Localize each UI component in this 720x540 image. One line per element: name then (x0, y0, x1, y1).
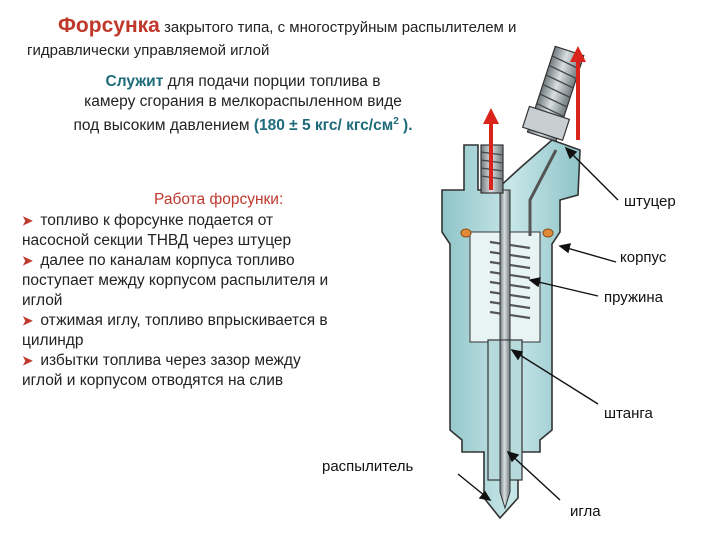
title-line-1: Форсунка закрытого типа, с многоструйным… (58, 14, 516, 38)
label-body: корпус (620, 249, 667, 266)
work-title: Работа форсунки: (154, 191, 284, 208)
leader-fitting (565, 147, 619, 201)
leader-rod (511, 349, 599, 405)
purpose-line-2: камеру сгорания в мелкораспыленном виде (84, 93, 402, 110)
bullet-arrow-icon: ➤ (22, 213, 33, 228)
rod (499, 189, 511, 351)
bullet-arrow-icon: ➤ (22, 353, 33, 368)
list-item: ➤ далее по каналам корпуса топливо посту… (22, 252, 329, 309)
label-needle: игла (570, 503, 601, 520)
label-sprayer: распылитель (322, 458, 414, 475)
list-item: ➤ отжимая иглу, топливо впрыскивается в … (22, 312, 328, 349)
purpose-line-3: под высоким давлением (73, 117, 250, 135)
leader-spring (529, 279, 599, 297)
list-item: ➤ избытки топлива через зазор между игло… (22, 352, 301, 389)
bullet-arrow-icon: ➤ (22, 253, 33, 268)
label-rod: штанга (604, 405, 653, 422)
flow-out-arrow-icon (483, 108, 499, 190)
list-item: ➤ топливо к форсунке подается от насосно… (22, 212, 292, 249)
title-line-2: гидравлически управляемой иглой (27, 42, 270, 59)
seal-left (460, 228, 472, 238)
pressure-value: (180 ± 5 кгс/ кгс/см2 ). (253, 116, 413, 135)
leader-needle (507, 451, 561, 501)
title-rest: закрытого типа, с многоструйным распылит… (163, 19, 517, 36)
fitting (521, 45, 585, 143)
fuel-channel (528, 149, 558, 236)
label-spring: пружина (604, 289, 664, 306)
label-fitting: штуцер (624, 193, 676, 210)
flow-in-arrow-icon (570, 46, 586, 140)
bullet-arrow-icon: ➤ (22, 313, 33, 328)
purpose-line-1: для подачи порции топлива в (167, 73, 381, 90)
title-main: Форсунка (58, 14, 160, 37)
needle (499, 339, 511, 510)
purpose-highlight: Служит (105, 73, 164, 90)
work-list: ➤ топливо к форсунке подается от насосно… (22, 211, 422, 391)
purpose-text: Служит для подачи порции топлива в камер… (28, 72, 458, 136)
seal-right (542, 228, 554, 238)
